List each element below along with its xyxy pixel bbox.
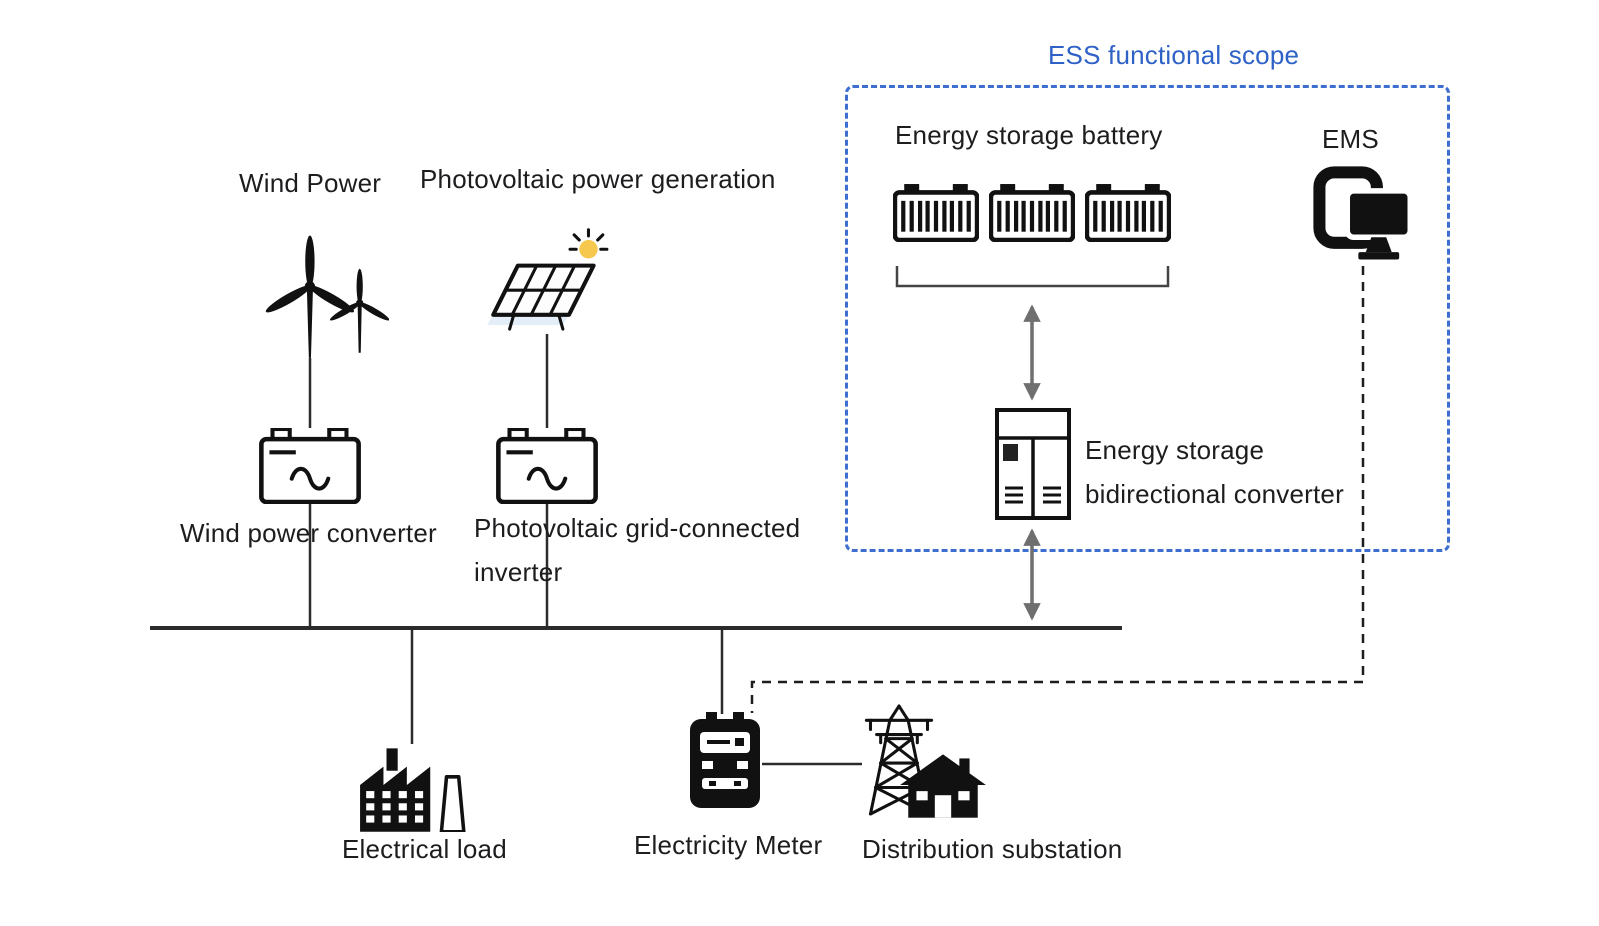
pv-inverter-icon <box>496 428 598 504</box>
ess-scope-box <box>845 85 1450 552</box>
electricity-meter-label: Electricity Meter <box>634 830 823 860</box>
ems-label: EMS <box>1322 124 1379 154</box>
pv-generation-label: Photovoltaic power generation <box>420 164 776 194</box>
battery-icon <box>1085 184 1171 242</box>
battery-icon <box>893 184 979 242</box>
bidirectional-converter-label: Energy storage bidirectional converter <box>1085 428 1344 516</box>
electrical-load-label: Electrical load <box>342 834 507 864</box>
wind-converter-label: Wind power converter <box>180 518 437 548</box>
wind-power-label: Wind Power <box>239 168 382 198</box>
bidirectional-converter-label-line2: bidirectional converter <box>1085 479 1344 509</box>
factory-icon <box>356 742 476 832</box>
ess-scope-title: ESS functional scope <box>1048 40 1300 70</box>
pv-inverter-label-line1: Photovoltaic grid-connected <box>474 513 801 543</box>
substation-label: Distribution substation <box>862 834 1123 864</box>
wind-converter-icon <box>259 428 361 504</box>
meter-icon <box>688 712 762 810</box>
house-icon <box>896 752 990 818</box>
bidirectional-converter-icon <box>995 408 1071 520</box>
ems-icon <box>1312 166 1414 264</box>
bidirectional-converter-label-line1: Energy storage <box>1085 435 1265 465</box>
battery-group-label: Energy storage battery <box>895 120 1163 150</box>
pv-inverter-label: Photovoltaic grid-connected inverter <box>474 506 800 594</box>
pv-inverter-label-line2: inverter <box>474 557 563 587</box>
solar-panel-icon <box>483 226 611 338</box>
battery-icon <box>989 184 1075 242</box>
wind-turbine-icon <box>264 220 389 360</box>
